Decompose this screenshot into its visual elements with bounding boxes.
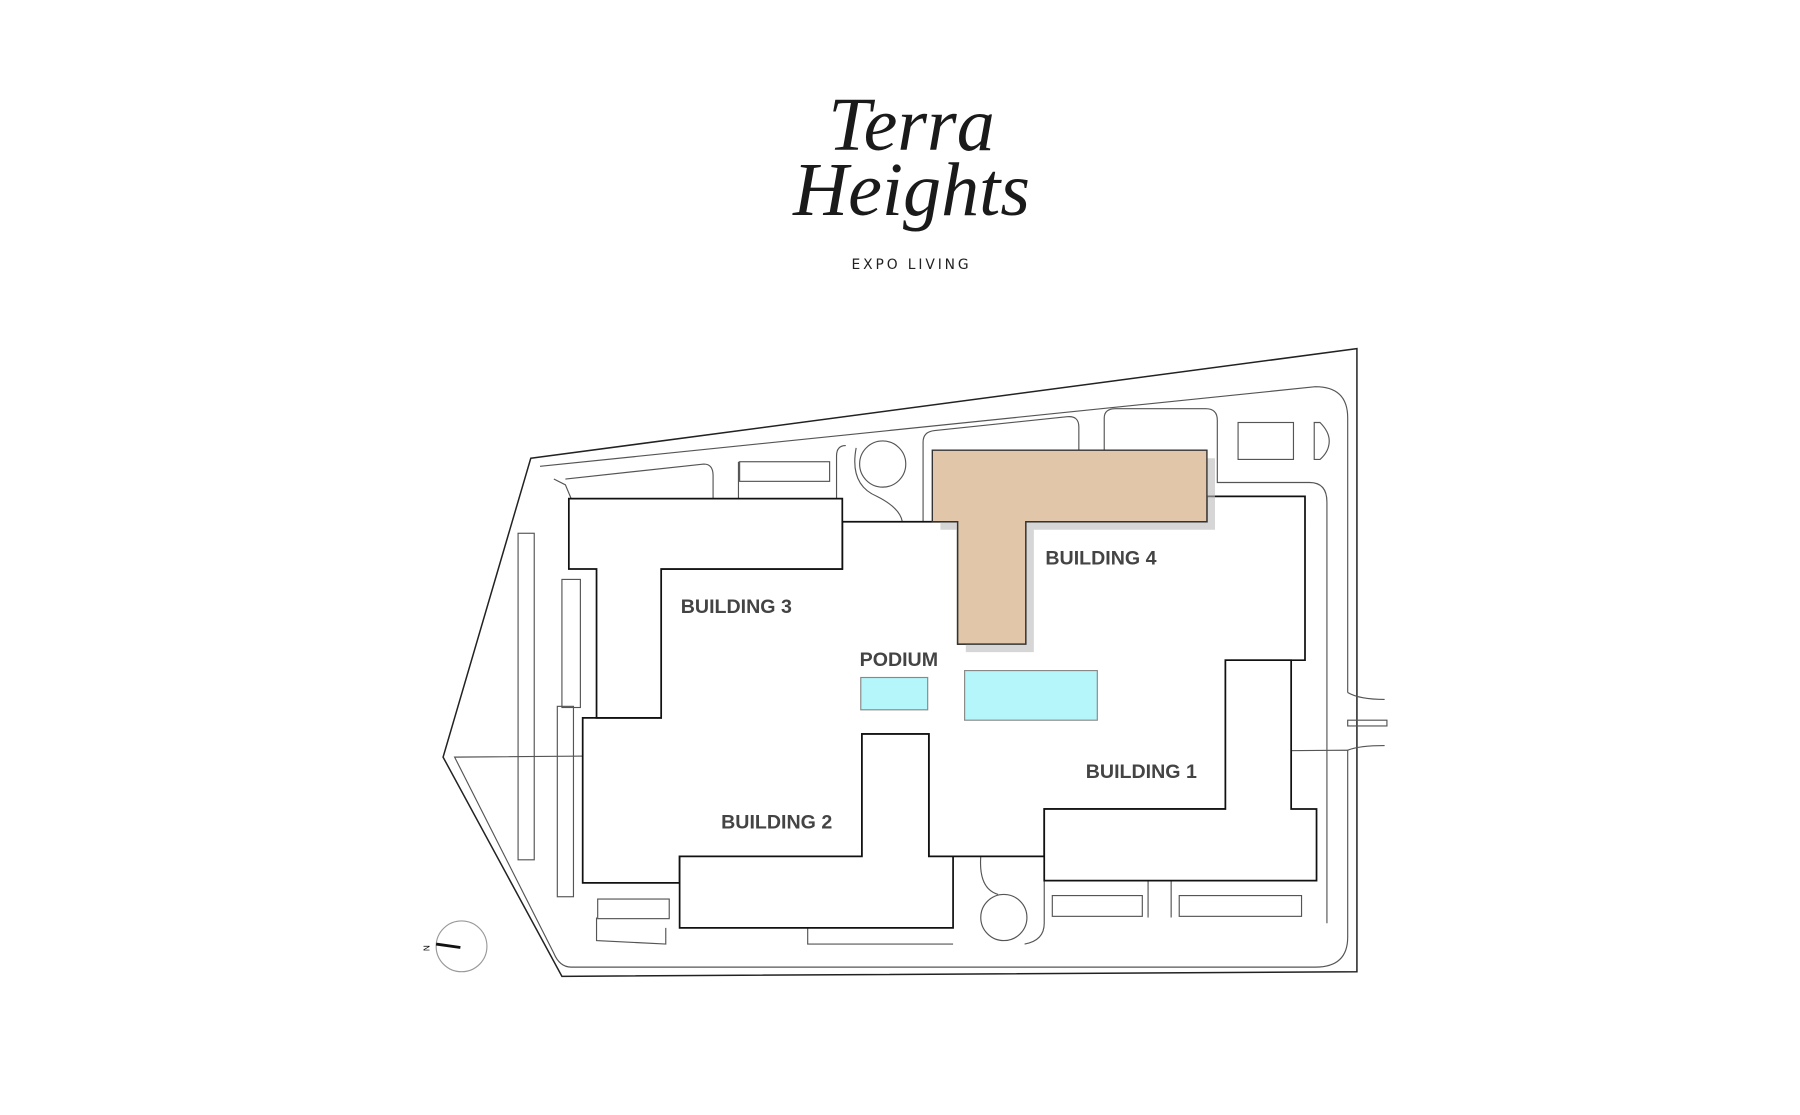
pool-small (860, 676, 929, 711)
north-compass-icon: N (421, 920, 488, 973)
site-boundary (442, 347, 1388, 978)
compass-label: N (421, 945, 430, 951)
building-2[interactable] (678, 733, 954, 929)
brand-logo: Terra Heights EXPO LIVING (792, 83, 1030, 273)
building-4[interactable] (931, 449, 1208, 645)
subtitle: EXPO LIVING (852, 257, 972, 273)
building-1[interactable] (1043, 659, 1318, 882)
label-podium: PODIUM (860, 649, 938, 671)
title-line-1: Terra (828, 83, 994, 167)
title-line-2: Heights (792, 148, 1030, 232)
pool-large (964, 670, 1098, 721)
label-building-4: BUILDING 4 (1045, 547, 1156, 569)
label-building-2: BUILDING 2 (721, 812, 832, 834)
label-building-3: BUILDING 3 (681, 596, 792, 618)
building-3[interactable] (567, 497, 844, 719)
label-building-1: BUILDING 1 (1086, 761, 1197, 783)
